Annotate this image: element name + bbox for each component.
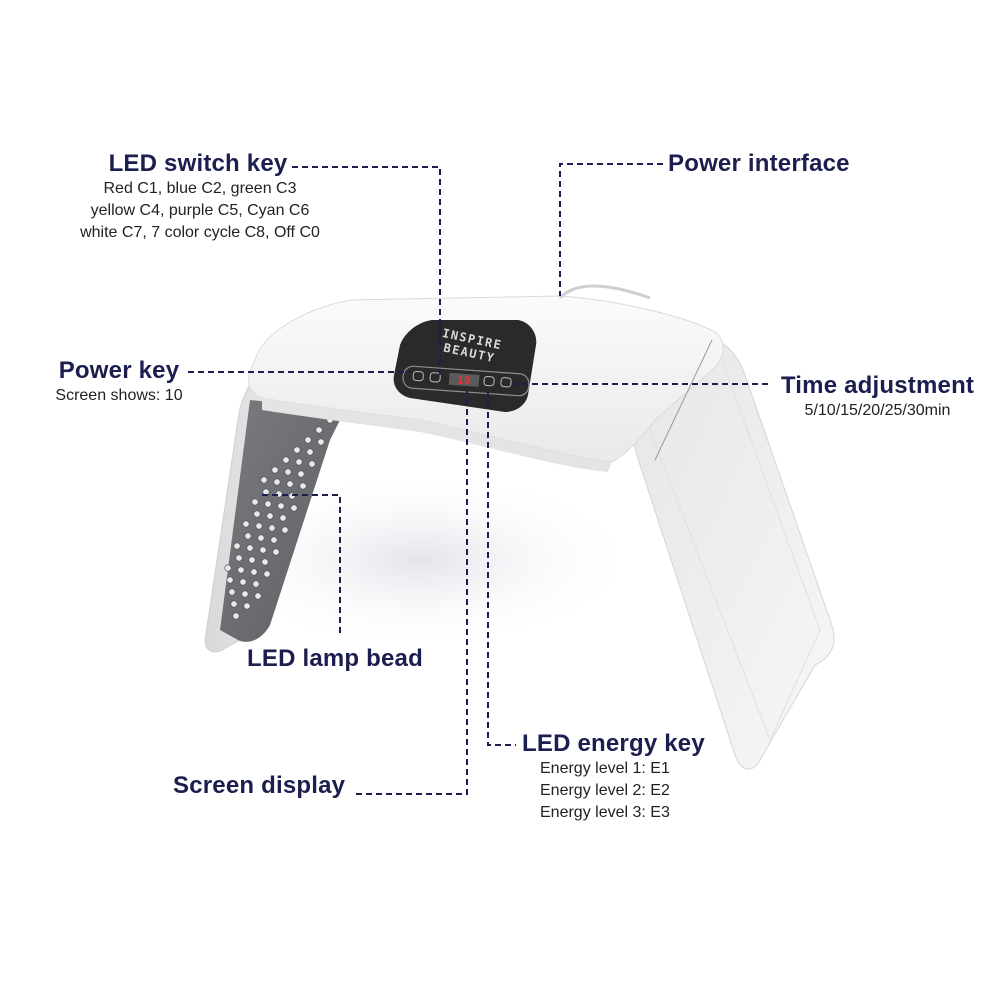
led-bead [273, 478, 281, 486]
led-bead [271, 466, 279, 474]
callout-title: Power key [58, 357, 180, 384]
callout-led-lamp-bead: LED lamp bead [247, 645, 423, 673]
led-bead [230, 600, 238, 608]
led-bead [244, 532, 252, 540]
led-bead [282, 456, 290, 464]
callout-title: Time adjustment [780, 372, 975, 399]
callout-power-key: Power key Screen shows: 10 [36, 357, 202, 407]
led-bead [250, 568, 258, 576]
time-key-glyph [500, 377, 512, 388]
callout-line: Red C1, blue C2, green C3 [103, 180, 297, 197]
led-bead [295, 458, 303, 466]
led-bead [226, 576, 234, 584]
led-bead [270, 536, 278, 544]
callout-time-adjustment: Time adjustment 5/10/15/20/25/30min [775, 372, 980, 422]
led-bead [260, 476, 268, 484]
callout-title: Power interface [668, 150, 850, 177]
led-bead [315, 426, 323, 434]
led-bead [272, 548, 280, 556]
led-bead [299, 482, 307, 490]
led-bead [259, 546, 267, 554]
led-bead [290, 504, 298, 512]
led-bead [306, 448, 314, 456]
led-bead [251, 498, 259, 506]
front-lip [262, 398, 612, 472]
led-bead [237, 566, 245, 574]
led-bead [233, 542, 241, 550]
leader-power-interface [559, 163, 663, 296]
callout-line: Energy level 2: E2 [540, 782, 670, 799]
callout-title: LED switch key [108, 150, 288, 177]
callout-line: Screen shows: 10 [55, 387, 183, 404]
leader-led-lamp-bead [262, 494, 341, 637]
power-cable [558, 284, 651, 300]
callout-title: LED energy key [522, 730, 705, 757]
led-bead [277, 502, 285, 510]
callout-title: LED lamp bead [247, 645, 423, 672]
led-bead [284, 468, 292, 476]
led-bead [279, 514, 287, 522]
led-switch-key-glyph [429, 372, 441, 383]
led-bead [281, 526, 289, 534]
led-bead [241, 590, 249, 598]
led-bead [243, 602, 251, 610]
callout-led-energy-key: LED energy key Energy level 1: E1 Energy… [522, 730, 705, 824]
power-key-glyph [412, 371, 424, 382]
callout-title: Screen display [173, 772, 346, 799]
control-panel: 10 INSPIRE BEAUTY [393, 320, 537, 412]
led-bead [308, 460, 316, 468]
led-bead [255, 522, 263, 530]
led-bead [228, 588, 236, 596]
callout-screen-display: Screen display [173, 772, 345, 800]
led-bead [261, 558, 269, 566]
led-bead [232, 612, 240, 620]
callout-line: Energy level 3: E3 [540, 804, 670, 821]
led-bead [246, 544, 254, 552]
callout-line: Energy level 1: E1 [540, 760, 670, 777]
led-bead [304, 436, 312, 444]
callout-led-switch-key: LED switch key Red C1, blue C2, green C3… [40, 150, 420, 244]
energy-key-glyph [483, 375, 495, 387]
led-bead [268, 524, 276, 532]
leader-led-energy-key [487, 392, 516, 746]
led-bead [293, 446, 301, 454]
led-bead [248, 556, 256, 564]
floor-shadow [200, 470, 640, 650]
callout-power-interface: Power interface [668, 150, 850, 178]
led-bead [252, 580, 260, 588]
led-bead [224, 564, 232, 572]
led-bead [286, 480, 294, 488]
led-bead [239, 578, 247, 586]
led-bead [264, 500, 272, 508]
led-bead [317, 438, 325, 446]
led-bead [266, 512, 274, 520]
callout-line: 5/10/15/20/25/30min [804, 402, 951, 419]
led-beads [224, 416, 334, 620]
led-bead [254, 592, 262, 600]
led-bead [297, 470, 305, 478]
leader-screen-display [356, 390, 468, 795]
display-digits: 10 [457, 373, 471, 387]
led-bead [263, 570, 271, 578]
callout-line: white C7, 7 color cycle C8, Off C0 [80, 224, 320, 241]
led-bead [242, 520, 250, 528]
led-bead [235, 554, 243, 562]
led-bead [257, 534, 265, 542]
leader-lines [188, 163, 770, 795]
callout-line: yellow C4, purple C5, Cyan C6 [90, 202, 310, 219]
led-bead [253, 510, 261, 518]
